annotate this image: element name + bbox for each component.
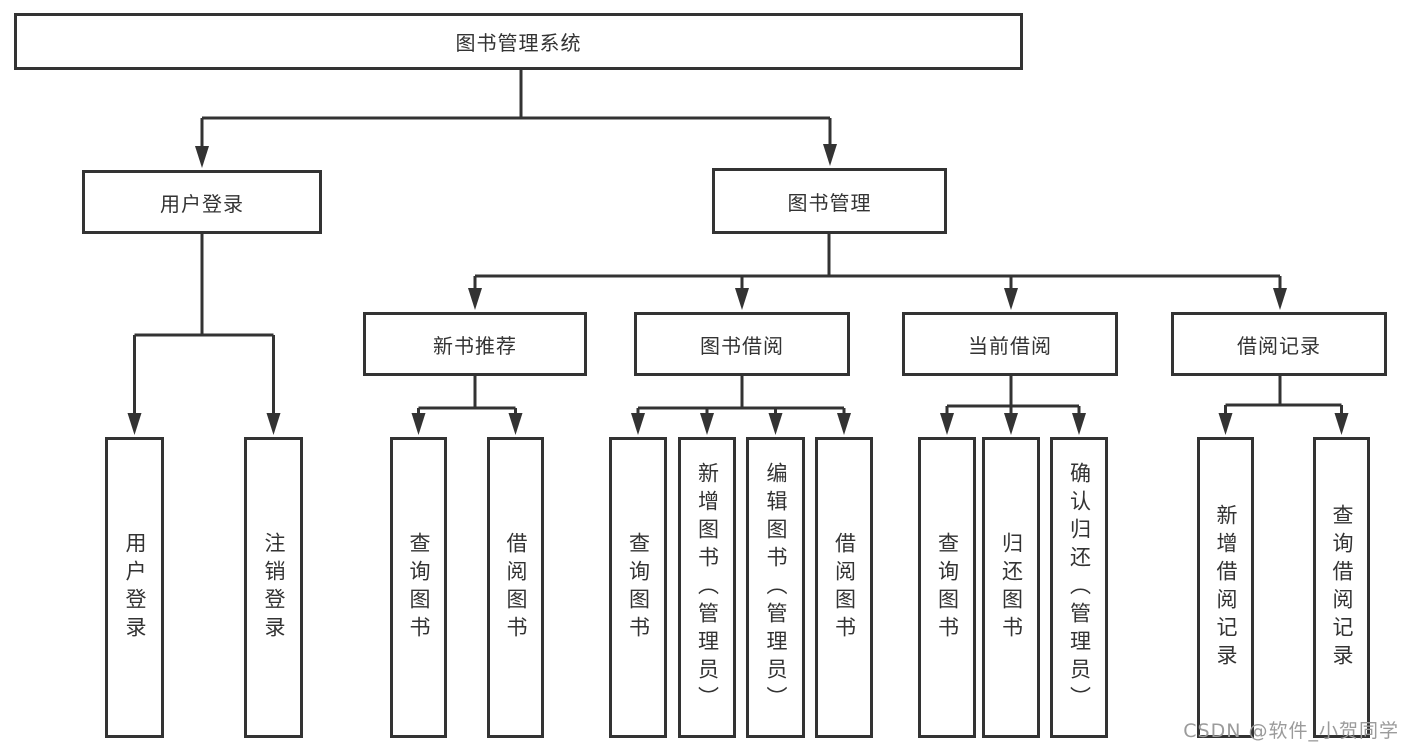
leaf-records-query-record: 查询借阅记录 — [1313, 437, 1370, 738]
node-user-login: 用户登录 — [82, 170, 322, 234]
leaf-records-add-record: 新增借阅记录 — [1197, 437, 1254, 738]
leaf-user-login: 用户登录 — [105, 437, 164, 738]
leaf-borrow-query-book: 查询图书 — [609, 437, 667, 738]
leaf-recommend-query-book: 查询图书 — [390, 437, 447, 738]
node-root-system: 图书管理系统 — [14, 13, 1023, 70]
node-current-borrow: 当前借阅 — [902, 312, 1118, 376]
leaf-current-query-book: 查询图书 — [918, 437, 976, 738]
leaf-recommend-borrow-book: 借阅图书 — [487, 437, 544, 738]
watermark: CSDN @软件_小贺同学 — [1183, 720, 1399, 742]
leaf-current-confirm-return-admin: 确认归还（管理员） — [1050, 437, 1108, 738]
leaf-borrow-borrow-book: 借阅图书 — [815, 437, 873, 738]
leaf-current-return-book: 归还图书 — [982, 437, 1040, 738]
node-book-management: 图书管理 — [712, 168, 947, 234]
arrowheads — [127, 144, 1349, 435]
leaf-logout: 注销登录 — [244, 437, 303, 738]
node-book-borrow: 图书借阅 — [634, 312, 850, 376]
node-borrow-records: 借阅记录 — [1171, 312, 1387, 376]
node-new-book-recommend: 新书推荐 — [363, 312, 587, 376]
leaf-borrow-add-book-admin: 新增图书（管理员） — [678, 437, 736, 738]
leaf-borrow-edit-book-admin: 编辑图书（管理员） — [746, 437, 805, 738]
